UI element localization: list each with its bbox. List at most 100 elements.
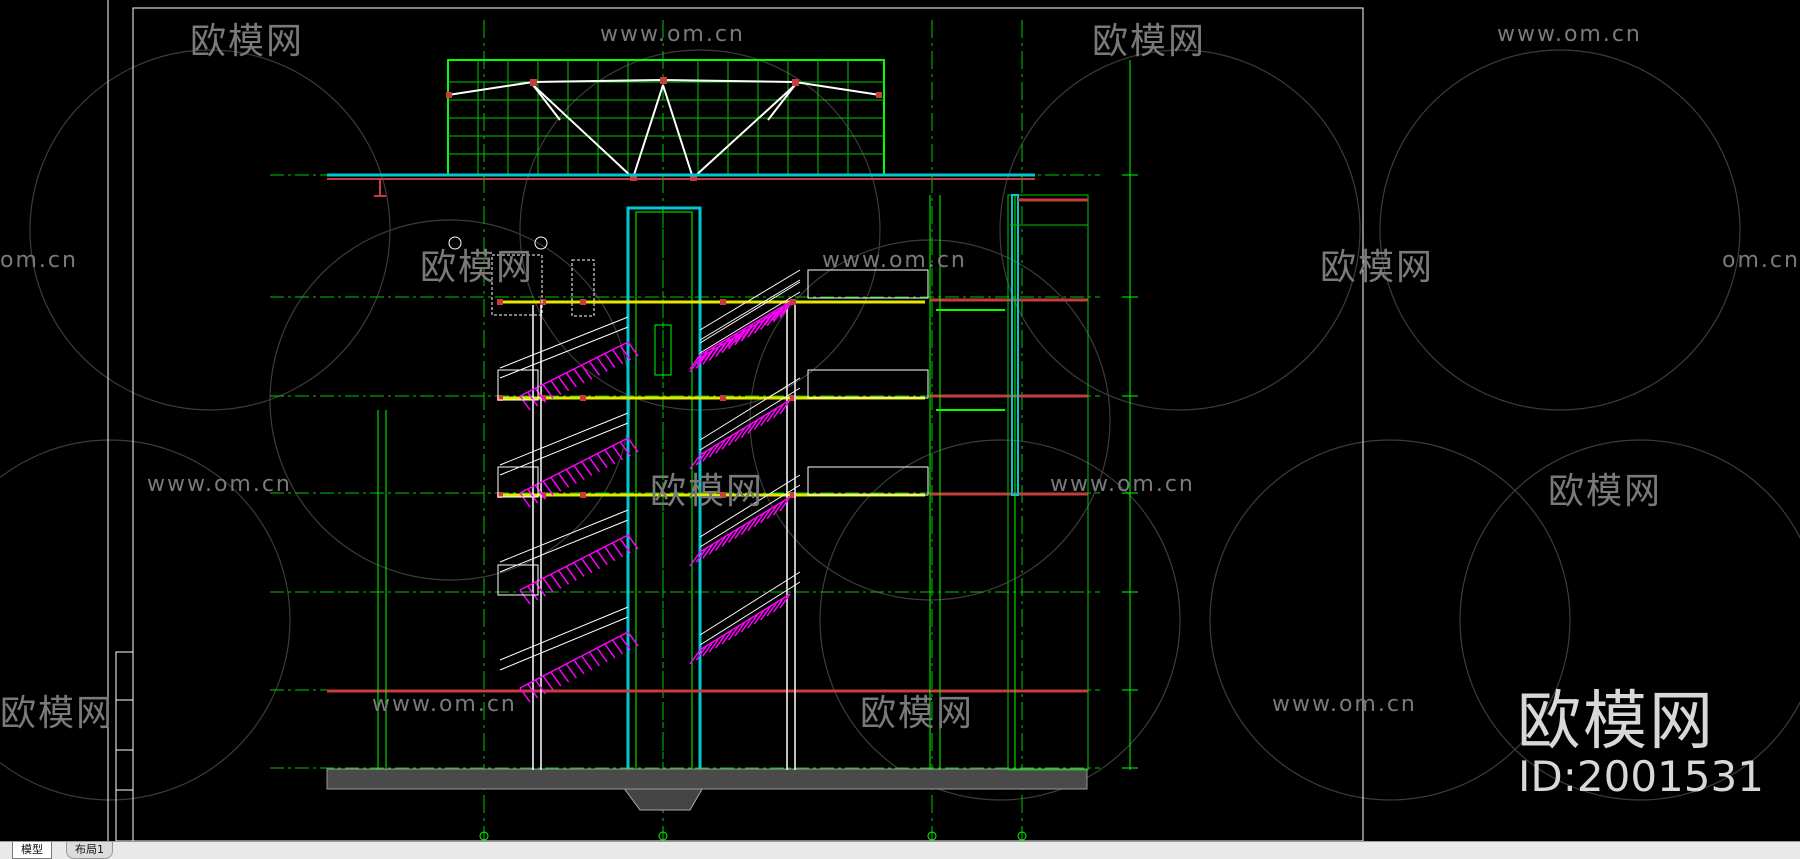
landing-railing: [807, 466, 929, 496]
stair-tread: [702, 641, 714, 657]
stair-railing: [699, 279, 801, 341]
stair-tread: [550, 380, 562, 396]
stair-tread: [721, 338, 733, 354]
cad-model-space[interactable]: 欧模网 ID:2001531 欧模网 欧模网 欧模网 欧模网 欧模网 欧模网 欧…: [0, 0, 1800, 841]
stair-tread: [711, 341, 724, 357]
stair-tread: [611, 349, 624, 365]
stair-stringer: [519, 631, 629, 689]
stair-tread: [588, 554, 601, 570]
stair-tread: [702, 543, 714, 559]
stair-tread: [740, 617, 753, 633]
stair-railing: [499, 509, 629, 563]
stair-tread: [627, 631, 639, 647]
stair-tread: [702, 446, 714, 462]
stair-tread: [527, 585, 539, 601]
watermark-site-6: www.om.cn: [372, 692, 517, 717]
stair-railing: [499, 412, 629, 466]
stair-tread: [565, 468, 577, 484]
watermark-logo-brand-8: 欧模网: [860, 693, 975, 734]
stair-railing: [499, 519, 629, 573]
stair-tread: [689, 454, 701, 470]
floor-slabs: [326, 298, 1088, 790]
watermark-site-1: www.om.cn: [600, 22, 745, 47]
stair-tread: [727, 625, 740, 641]
stair-railing: [499, 606, 629, 661]
stair-tread: [527, 683, 539, 699]
stair-tread: [727, 430, 740, 446]
stair-tread: [734, 524, 746, 539]
tab-model[interactable]: 模型: [12, 842, 52, 859]
stair-tread: [550, 476, 562, 492]
stair-tread: [772, 403, 785, 419]
stairs: [497, 269, 929, 703]
stair-tread: [726, 332, 739, 348]
stair-stringer: [699, 301, 791, 356]
watermark-site-5: www.om.cn: [1050, 472, 1195, 497]
watermark-id: ID:2001531: [1518, 752, 1764, 801]
stair-tread: [747, 419, 759, 435]
stair-tread: [695, 353, 708, 369]
stair-tread: [581, 461, 593, 477]
stair-tread: [753, 415, 765, 431]
stair-tread: [519, 395, 531, 411]
stair-railing: [499, 316, 629, 369]
tab-layout-1[interactable]: 布局1: [66, 842, 113, 859]
stair-tread: [534, 581, 547, 597]
stair-tread: [689, 551, 701, 567]
stair-tread: [695, 645, 708, 661]
watermark-logo-brand-7: 欧模网: [0, 693, 115, 734]
stair-tread: [734, 427, 746, 442]
grid-axis-marker-icon: [448, 236, 1027, 841]
stair-tread: [715, 535, 727, 551]
stair-tread: [619, 538, 631, 554]
landing-railing: [497, 466, 539, 498]
stair-railing: [499, 616, 629, 671]
building-section-drawing[interactable]: [0, 0, 1800, 841]
stair-tread: [753, 609, 765, 625]
watermark-logo-brand-3: 欧模网: [420, 247, 535, 288]
roof-truss: [327, 59, 1035, 197]
landing-railing: [807, 369, 929, 399]
stair-tread: [779, 593, 791, 609]
stair-tread: [715, 438, 727, 454]
stair-tread: [627, 341, 639, 357]
stair-tread: [611, 639, 624, 655]
landing-railing: [497, 369, 539, 401]
watermark-logo-brand-1: 欧模网: [190, 21, 305, 62]
stair-tread: [527, 391, 539, 407]
stair-tread: [519, 589, 531, 605]
sheet-frame: [107, 0, 1364, 841]
stair-stringer: [699, 399, 791, 456]
stair-tread: [704, 345, 716, 361]
stair-tread: [573, 465, 585, 480]
watermark-logo-brand-6: 欧模网: [650, 471, 765, 512]
stair-tread: [719, 336, 731, 352]
stair-tread: [772, 597, 785, 613]
stair-stringer: [699, 593, 791, 651]
stair-tread: [708, 637, 720, 653]
watermark-logo-brand-5: 欧模网: [1548, 471, 1663, 512]
landing-railing: [497, 564, 539, 596]
stair-tread: [611, 445, 624, 461]
stair-tread: [766, 407, 778, 423]
layout-tabbar: 模型 布局1: [0, 841, 1800, 859]
stair-tread: [772, 500, 785, 516]
watermark-site-3: www.om.cn: [822, 248, 967, 273]
stair-tread: [721, 434, 733, 450]
stair-tread: [588, 651, 601, 667]
stair-tread: [550, 573, 562, 589]
stair-tread: [779, 496, 791, 512]
stair-tread: [747, 613, 759, 629]
stair-tread: [740, 520, 753, 536]
stair-railing: [699, 377, 801, 441]
stair-tread: [596, 647, 608, 663]
stair-tread: [596, 550, 608, 566]
stair-tread: [727, 527, 740, 543]
stair-tread: [695, 450, 708, 466]
stair-tread: [557, 569, 570, 585]
stair-stringer: [699, 303, 791, 359]
stair-tread: [760, 411, 772, 427]
stair-tread: [756, 314, 769, 330]
stair-stringer: [699, 496, 791, 553]
stair-tread: [550, 671, 562, 687]
